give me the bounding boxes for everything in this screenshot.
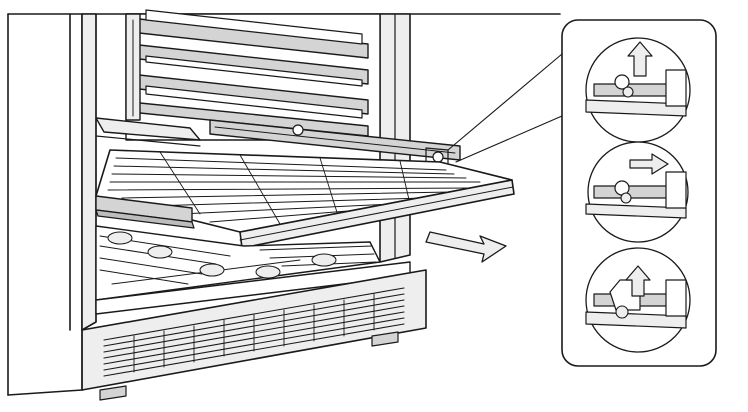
callout-leader [447,53,563,163]
detail-step-2 [585,141,689,243]
lower-shelf [95,225,381,301]
shelf-pull-arrow-icon [425,231,507,263]
detail-panel [561,19,717,367]
side-ledge [95,117,201,147]
shelf-rail [209,119,461,167]
lift-up-arrow-icon [625,265,651,297]
detail-step-3 [585,247,691,353]
lift-up-arrow-icon [627,41,653,77]
slide-right-arrow-icon [629,153,669,175]
vent-base [7,261,427,401]
upper-racks [125,9,381,141]
detail-step-1 [585,37,691,143]
wire-shelf [95,149,515,249]
